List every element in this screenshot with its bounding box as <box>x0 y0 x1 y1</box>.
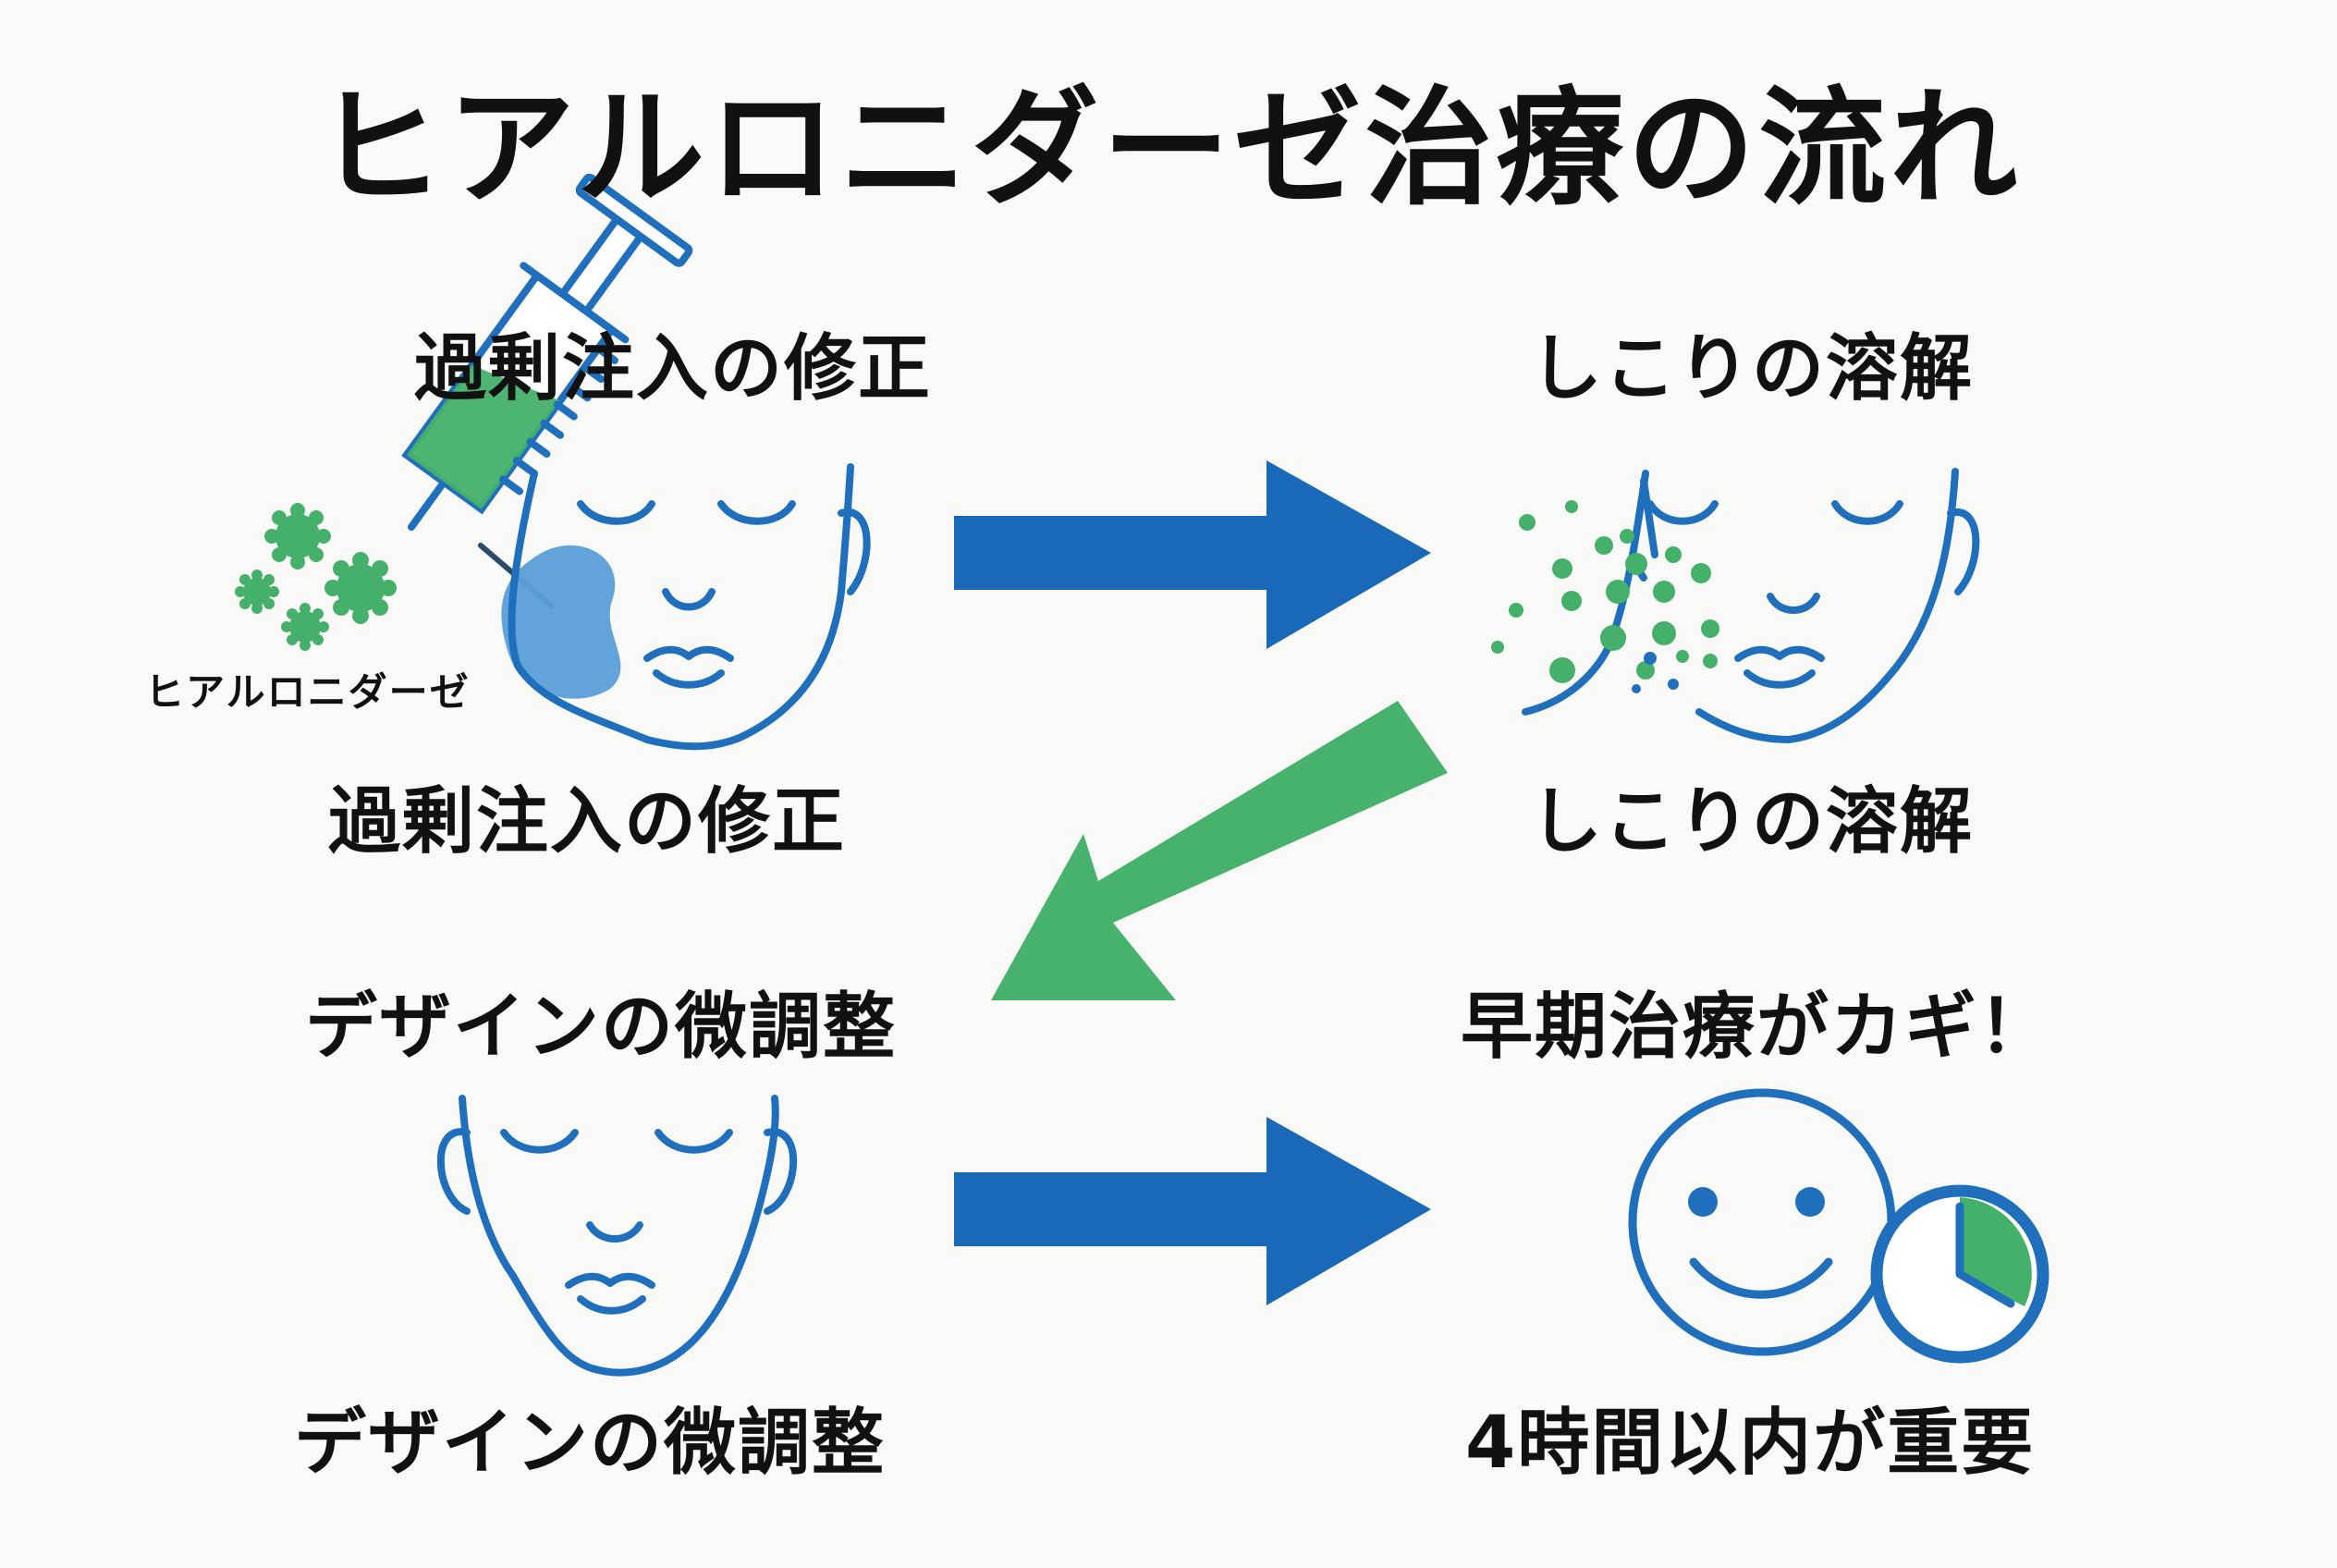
enzyme-cluster-icon <box>235 503 397 651</box>
arrow-down-left-icon <box>991 701 1448 1000</box>
step-design-caption: デザインの微調整 <box>294 1402 887 1485</box>
face-icon <box>436 1095 798 1377</box>
smiley-icon <box>1628 1088 1896 1356</box>
page-title: ヒアルロニダーゼ治療の流れ <box>315 74 2022 223</box>
arrow-right-icon <box>954 460 1431 649</box>
step-correction-heading: 過剰注入の修正 <box>414 327 933 410</box>
step-dissolution-heading: しこりの溶解 <box>1530 327 1975 410</box>
face-icon <box>501 463 871 751</box>
arrow-right-icon <box>954 1117 1431 1305</box>
dissolving-particles <box>1491 500 1719 693</box>
syringe-label: ヒアルロニダーゼ <box>145 669 471 715</box>
clock-icon <box>1870 1184 2049 1364</box>
step-dissolution-caption: しこりの溶解 <box>1530 780 1975 864</box>
step-correction-caption: 過剰注入の修正 <box>328 780 847 864</box>
face-icon <box>1491 468 1980 743</box>
step-early-caption: 4時間以内が重要 <box>1465 1402 2036 1485</box>
step-design-heading: デザインの微調整 <box>305 986 898 1069</box>
step-early-heading: 早期治療がカギ！ <box>1461 986 2053 1069</box>
lump-shape <box>501 545 621 699</box>
